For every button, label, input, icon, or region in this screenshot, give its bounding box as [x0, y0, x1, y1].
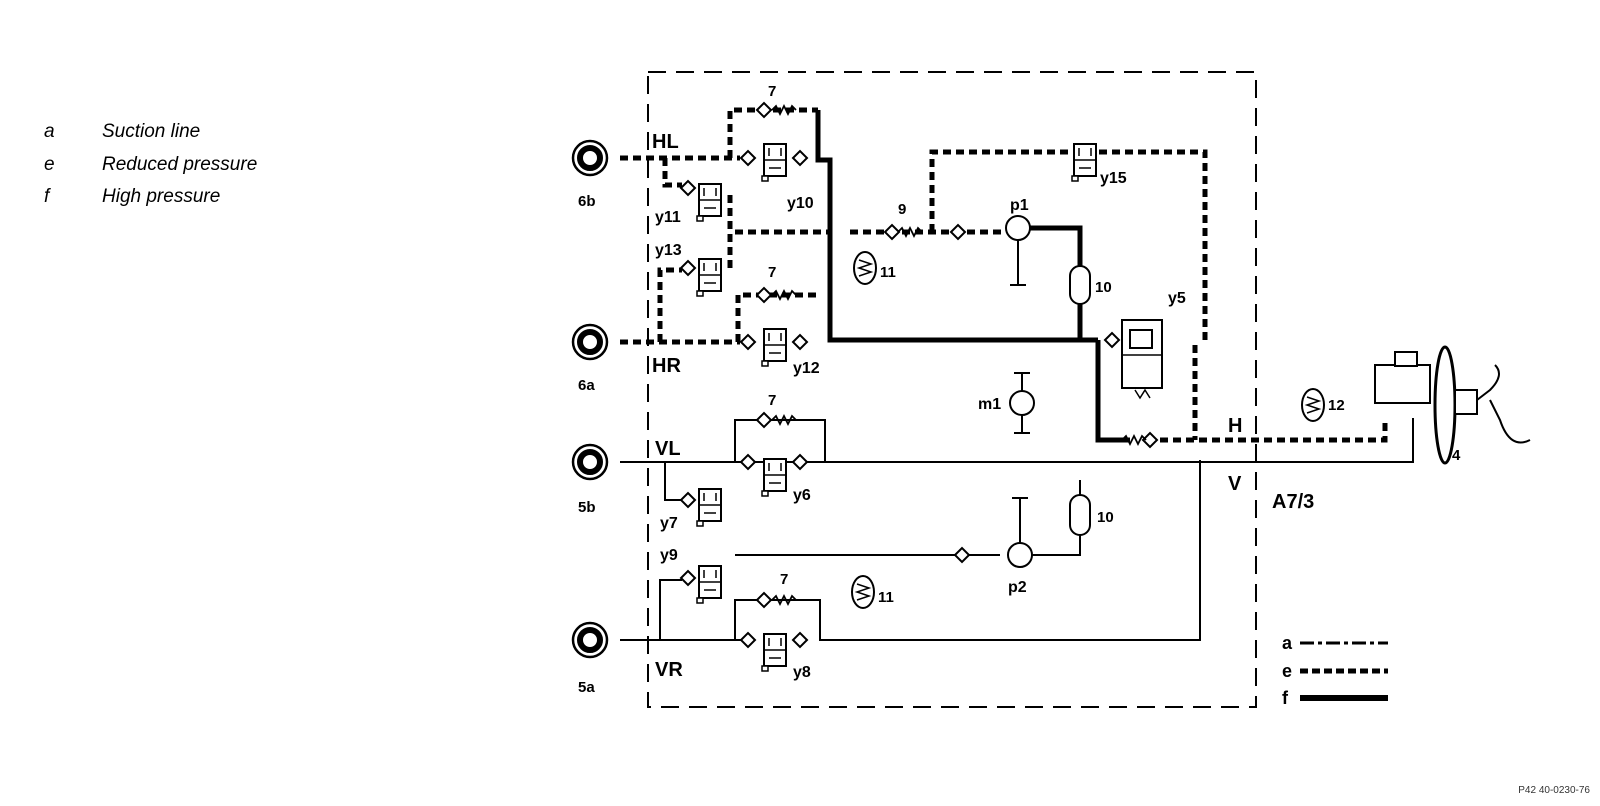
- valve-y12: [761, 328, 787, 367]
- legend-label: Suction line: [102, 121, 201, 142]
- motor-m1: [1009, 372, 1035, 434]
- diagram-labels: HL HR VL VR 6b 6a 5b 5a y11 y13 y10 y12 …: [578, 83, 1461, 708]
- pump-p1: [1005, 215, 1031, 286]
- label-11-lower: 11: [878, 589, 894, 606]
- label-10-lower: 10: [1097, 509, 1114, 526]
- suction-lines: [620, 418, 1414, 641]
- accumulator-11-upper: [853, 251, 877, 285]
- valve-y11: [696, 183, 722, 222]
- reduced-pressure-lines: [620, 107, 1388, 443]
- damper-10-lower: [1069, 494, 1091, 536]
- label-y9: y9: [660, 547, 678, 564]
- valve-y10: [761, 143, 787, 182]
- document-code: P42 40-0230-76: [1518, 785, 1590, 796]
- wheel-6b: [573, 141, 607, 175]
- label-V: V: [1228, 473, 1242, 495]
- wheel-6a: [573, 325, 607, 359]
- key-label-f: f: [1282, 688, 1289, 708]
- check-valves: [680, 102, 1158, 648]
- label-7-hr: 7: [768, 264, 776, 281]
- valve-y15: [1071, 143, 1097, 182]
- valve-y7: [696, 488, 722, 527]
- label-5a: 5a: [578, 679, 595, 696]
- high-pressure-lines: [815, 110, 1130, 443]
- label-y12: y12: [793, 360, 820, 377]
- label-y8: y8: [793, 664, 811, 681]
- wheel-5b: [573, 445, 607, 479]
- line-key: [1300, 641, 1388, 701]
- label-y6: y6: [793, 487, 811, 504]
- label-y7: y7: [660, 515, 678, 532]
- label-HL: HL: [652, 131, 679, 153]
- wheel-5a: [573, 623, 607, 657]
- label-9: 9: [898, 201, 906, 218]
- label-y5: y5: [1168, 290, 1186, 307]
- accumulator-11-lower: [851, 575, 875, 609]
- brake-booster-4: [1374, 345, 1531, 465]
- label-p1: p1: [1010, 197, 1029, 214]
- label-6b: 6b: [578, 193, 596, 210]
- valve-y13: [696, 258, 722, 297]
- label-p2: p2: [1008, 579, 1027, 596]
- pump-p2: [1007, 497, 1033, 568]
- valve-y8: [761, 633, 787, 672]
- key-label-a: a: [1282, 633, 1293, 653]
- key-label-e: e: [1282, 661, 1292, 681]
- unit-boundary: [647, 71, 1257, 708]
- label-m1: m1: [978, 396, 1001, 413]
- legend-key: e: [44, 154, 55, 175]
- legend-label: High pressure: [102, 186, 221, 207]
- label-y10: y10: [787, 195, 814, 212]
- label-y15: y15: [1100, 170, 1127, 187]
- label-y13: y13: [655, 242, 682, 259]
- label-A7-3: A7/3: [1272, 491, 1314, 513]
- valve-y5: [1121, 319, 1163, 400]
- label-VL: VL: [655, 438, 681, 460]
- valve-y9: [696, 565, 722, 604]
- label-7-vl: 7: [768, 392, 776, 409]
- label-11-upper: 11: [880, 264, 896, 281]
- legend-key: f: [44, 186, 50, 207]
- label-4: 4: [1452, 447, 1461, 464]
- label-6a: 6a: [578, 377, 595, 394]
- label-7-vr: 7: [780, 571, 788, 588]
- label-VR: VR: [655, 659, 683, 681]
- accumulator-12: [1301, 388, 1325, 422]
- legend-label: Reduced pressure: [102, 154, 258, 175]
- label-5b: 5b: [578, 499, 596, 516]
- valve-y6: [761, 458, 787, 497]
- label-12: 12: [1328, 397, 1345, 414]
- damper-10-upper: [1069, 265, 1091, 305]
- label-7-top: 7: [768, 83, 776, 100]
- label-y11: y11: [655, 209, 681, 226]
- label-10-upper: 10: [1095, 279, 1112, 296]
- legend-key: a: [44, 121, 55, 142]
- label-HR: HR: [652, 355, 681, 377]
- label-H: H: [1228, 415, 1242, 437]
